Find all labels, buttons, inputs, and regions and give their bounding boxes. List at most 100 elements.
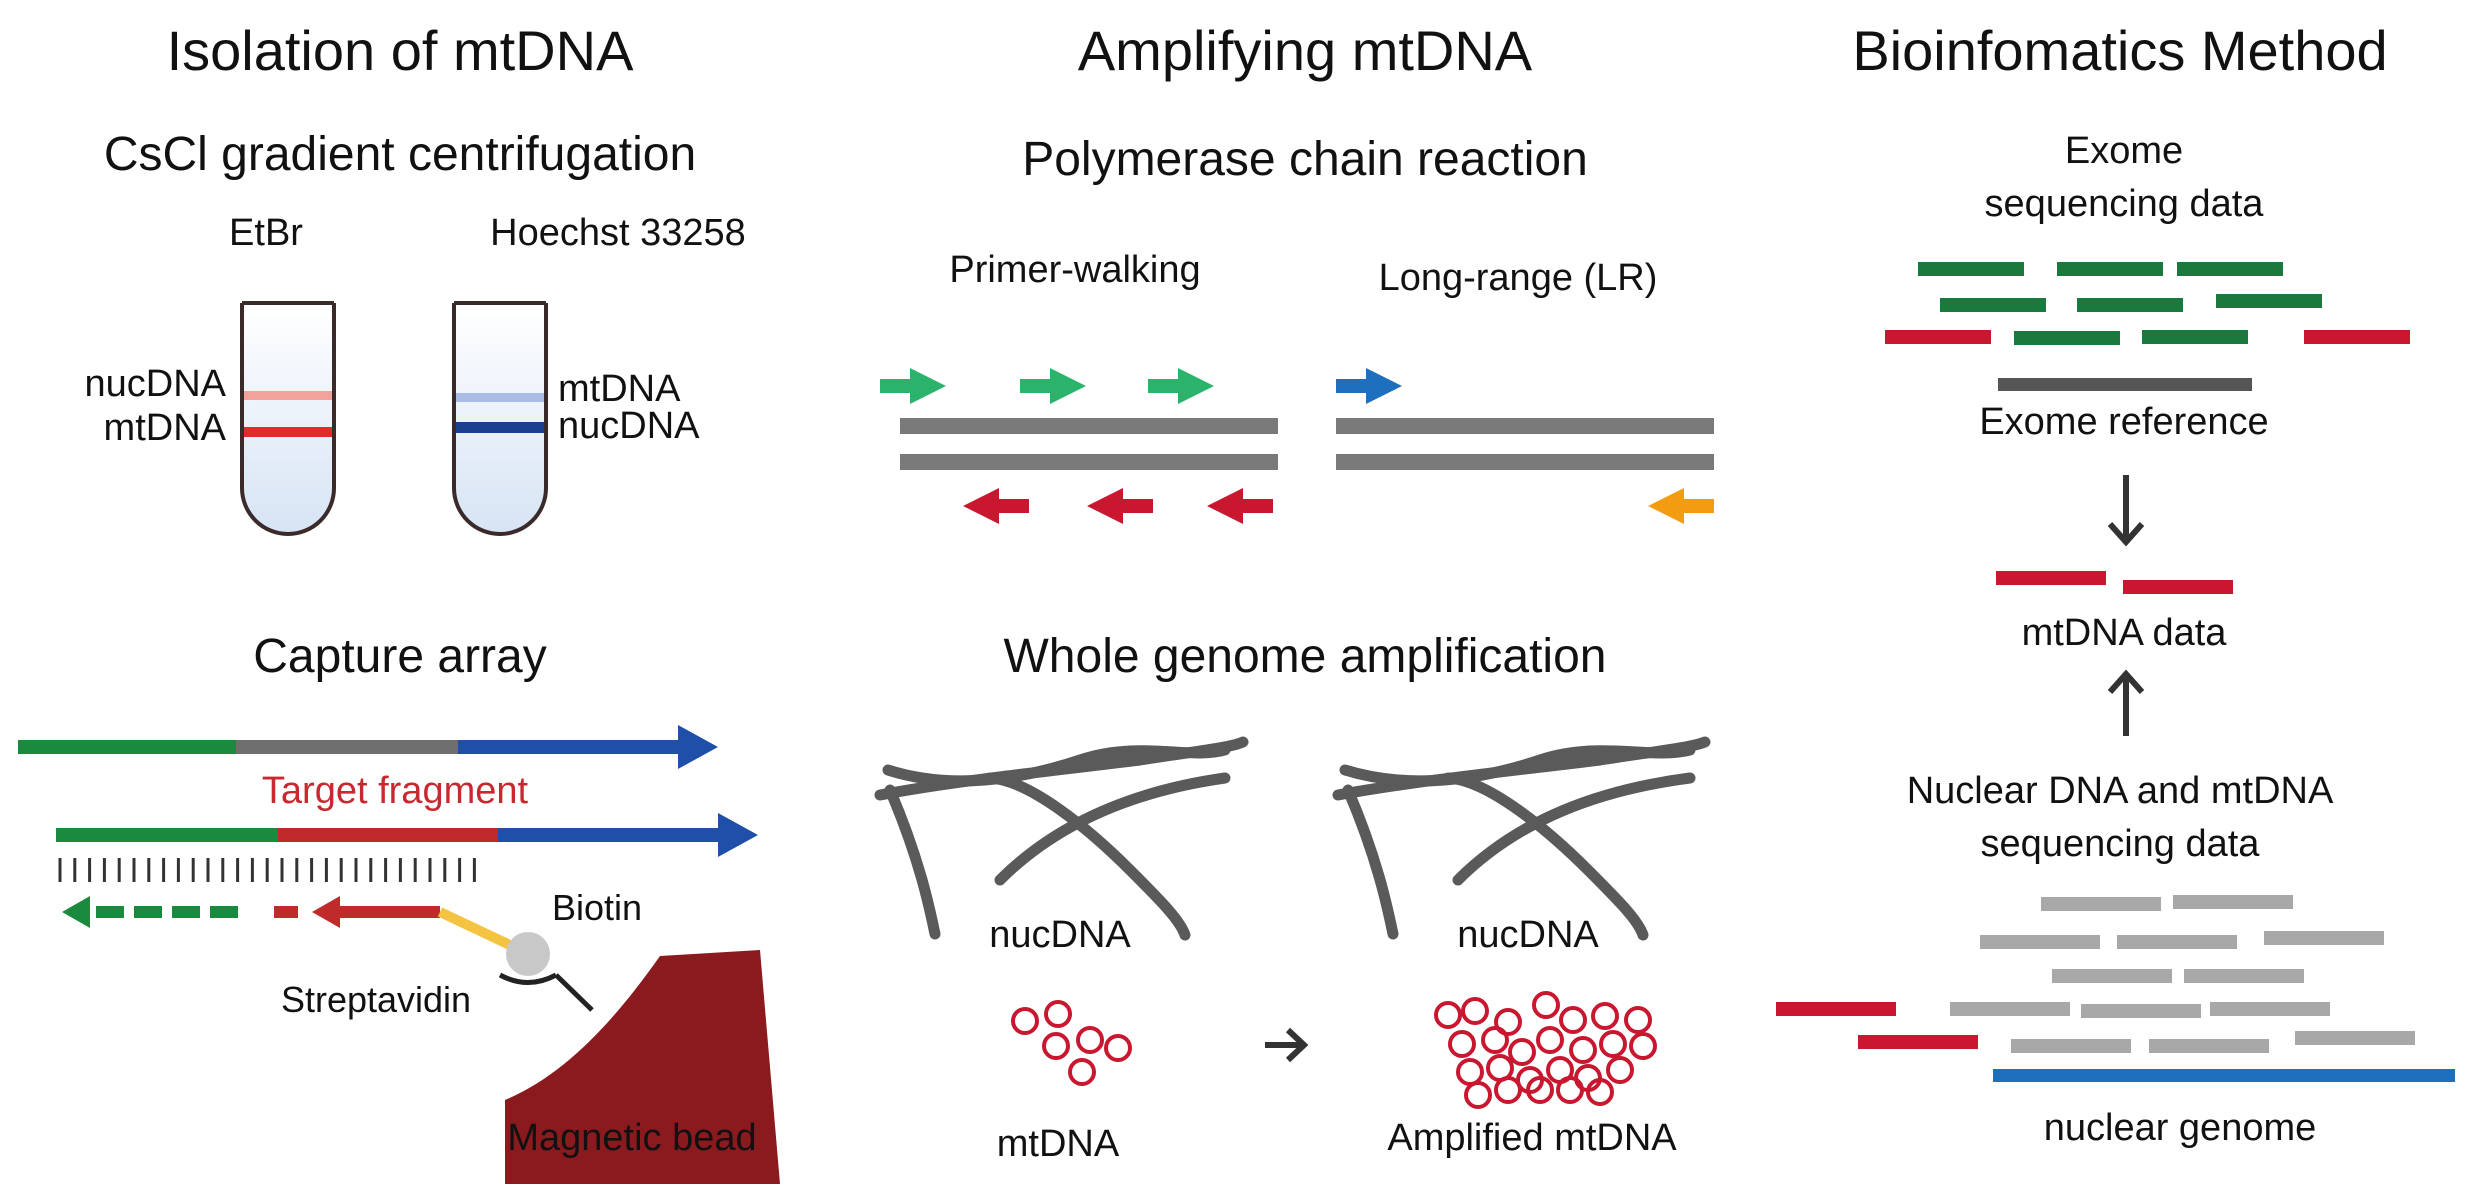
probe-ticks <box>58 858 476 882</box>
panel-amplifying: Amplifying mtDNA Polymerase chain reacti… <box>874 19 1714 1165</box>
mtdna-circle-icon <box>1494 1076 1522 1104</box>
mtdna-circle-icon <box>1606 1056 1634 1084</box>
mtdna-circle-icon <box>1629 1032 1657 1060</box>
forward-primer-icon <box>1336 368 1402 404</box>
reverse-primer-icon <box>963 488 1029 524</box>
mtdna-circle-icon <box>1526 1076 1554 1104</box>
panel-title-isolation: Isolation of mtDNA <box>167 19 634 82</box>
tube2-label: Hoechst 33258 <box>490 212 746 254</box>
capture-title: Capture array <box>253 630 546 683</box>
exome-reference-label: Exome reference <box>1979 401 2268 443</box>
streptavidin-holder <box>498 972 558 985</box>
tube1-upper-band <box>244 391 332 400</box>
down-arrow-icon <box>2107 475 2145 547</box>
tube-hoechst <box>452 301 548 536</box>
primer-walking-label: Primer-walking <box>949 249 1200 291</box>
tube2-lower-band-label: nucDNA <box>558 405 700 447</box>
mtdna-circle-icon <box>1068 1058 1096 1086</box>
exome-label-line1: Exome <box>2065 130 2183 172</box>
mtdna-reads <box>1996 571 2233 594</box>
mtdna-left-label: mtDNA <box>997 1123 1120 1165</box>
streptavidin-label: Streptavidin <box>281 979 471 1020</box>
mtdna-circle-icon <box>1508 1038 1536 1066</box>
exome-reads <box>1885 262 2410 391</box>
arrowhead-icon <box>678 725 718 769</box>
tube2-upper-band-label: mtDNA <box>558 368 681 410</box>
biotin <box>506 932 550 976</box>
nuclear-label-line2: sequencing data <box>1981 823 2261 865</box>
amplified-mtdna-label: Amplified mtDNA <box>1387 1117 1677 1159</box>
mtdna-circle-icon <box>1464 1081 1492 1109</box>
magnetic-bead <box>505 950 780 1184</box>
reverse-primer-icon <box>1207 488 1273 524</box>
mtdna-circle-icon <box>1559 1006 1587 1034</box>
primer-walking-diagram <box>880 368 1278 524</box>
mtdna-circle-icon <box>1556 1076 1584 1104</box>
mtdna-circle-icon <box>1586 1078 1614 1106</box>
nucdna-right-label: nucDNA <box>1457 914 1599 956</box>
long-range-diagram <box>1336 368 1714 524</box>
nuclear-label-line1: Nuclear DNA and mtDNA <box>1907 770 2334 812</box>
capture-strand-target <box>56 813 758 857</box>
mtdna-circle-icon <box>1461 997 1489 1025</box>
tube1-lower-band <box>244 427 332 437</box>
mtdna-circle-icon <box>1104 1034 1132 1062</box>
mtdna-data-label: mtDNA data <box>2022 612 2228 654</box>
panel-title-bioinformatics: Bioinfomatics Method <box>1852 19 2387 82</box>
mtdna-circle-icon <box>1494 1008 1522 1036</box>
mtdna-circles-right <box>1434 991 1657 1109</box>
tube1-lower-band-label: mtDNA <box>104 407 227 449</box>
tube-etbr <box>240 301 336 536</box>
mtdna-circle-icon <box>1624 1006 1652 1034</box>
forward-primer-icon <box>1148 368 1214 404</box>
biotin-label: Biotin <box>552 887 642 928</box>
wga-title: Whole genome amplification <box>1004 630 1607 683</box>
nuclear-reads <box>1776 895 2455 1082</box>
forward-primer-icon <box>1020 368 1086 404</box>
pcr-title: Polymerase chain reaction <box>1022 133 1588 186</box>
tube1-label: EtBr <box>229 212 303 254</box>
nucdna-tangle-left <box>874 736 1249 941</box>
capture-probe-strand <box>62 896 515 951</box>
nucdna-tangle-right <box>1332 736 1711 941</box>
mtdna-circle-icon <box>1481 1026 1509 1054</box>
target-fragment-label: Target fragment <box>262 770 529 812</box>
mtdna-circle-icon <box>1599 1030 1627 1058</box>
mtdna-circle-icon <box>1448 1030 1476 1058</box>
nuclear-genome-bar <box>1993 1069 2455 1082</box>
arrowhead-icon <box>718 813 758 857</box>
forward-primer-icon <box>880 368 946 404</box>
magnetic-bead-label: Magnetic bead <box>507 1117 756 1159</box>
panel-isolation: Isolation of mtDNA CsCl gradient centrif… <box>18 19 780 1184</box>
panel-title-amplifying: Amplifying mtDNA <box>1078 19 1533 82</box>
linker <box>437 907 515 951</box>
exome-reference-bar <box>1998 378 2252 391</box>
mtdna-circle-icon <box>1011 1007 1039 1035</box>
amplification-arrow-icon <box>1265 1027 1309 1063</box>
long-range-label: Long-range (LR) <box>1379 257 1658 299</box>
nucdna-left-label: nucDNA <box>989 914 1131 956</box>
mtdna-circle-icon <box>1591 1002 1619 1030</box>
reverse-primer-icon <box>1648 488 1714 524</box>
arrowhead-icon <box>312 896 340 928</box>
mtdna-circles-left <box>1011 1000 1132 1086</box>
mtdna-circle-icon <box>1569 1036 1597 1064</box>
capture-strand-top <box>18 725 718 769</box>
mtdna-circle-icon <box>1434 1001 1462 1029</box>
panel-bioinformatics: Bioinfomatics Method Exome sequencing da… <box>1776 19 2455 1149</box>
exome-label-line2: sequencing data <box>1985 183 2265 225</box>
cscl-title: CsCl gradient centrifugation <box>104 128 696 181</box>
reverse-primer-icon <box>1087 488 1153 524</box>
up-arrow-icon <box>2107 669 2145 736</box>
nuclear-genome-label: nuclear genome <box>2044 1107 2317 1149</box>
tube1-upper-band-label: nucDNA <box>85 363 227 405</box>
arrowhead-icon <box>62 896 90 928</box>
tube2-upper-band <box>456 393 544 402</box>
mtdna-circle-icon <box>1042 1032 1070 1060</box>
tube2-lower-band <box>456 422 544 433</box>
mtdna-circle-icon <box>1044 1000 1072 1028</box>
mtdna-circle-icon <box>1456 1058 1484 1086</box>
mtdna-circle-icon <box>1076 1026 1104 1054</box>
mtdna-circle-icon <box>1536 1026 1564 1054</box>
